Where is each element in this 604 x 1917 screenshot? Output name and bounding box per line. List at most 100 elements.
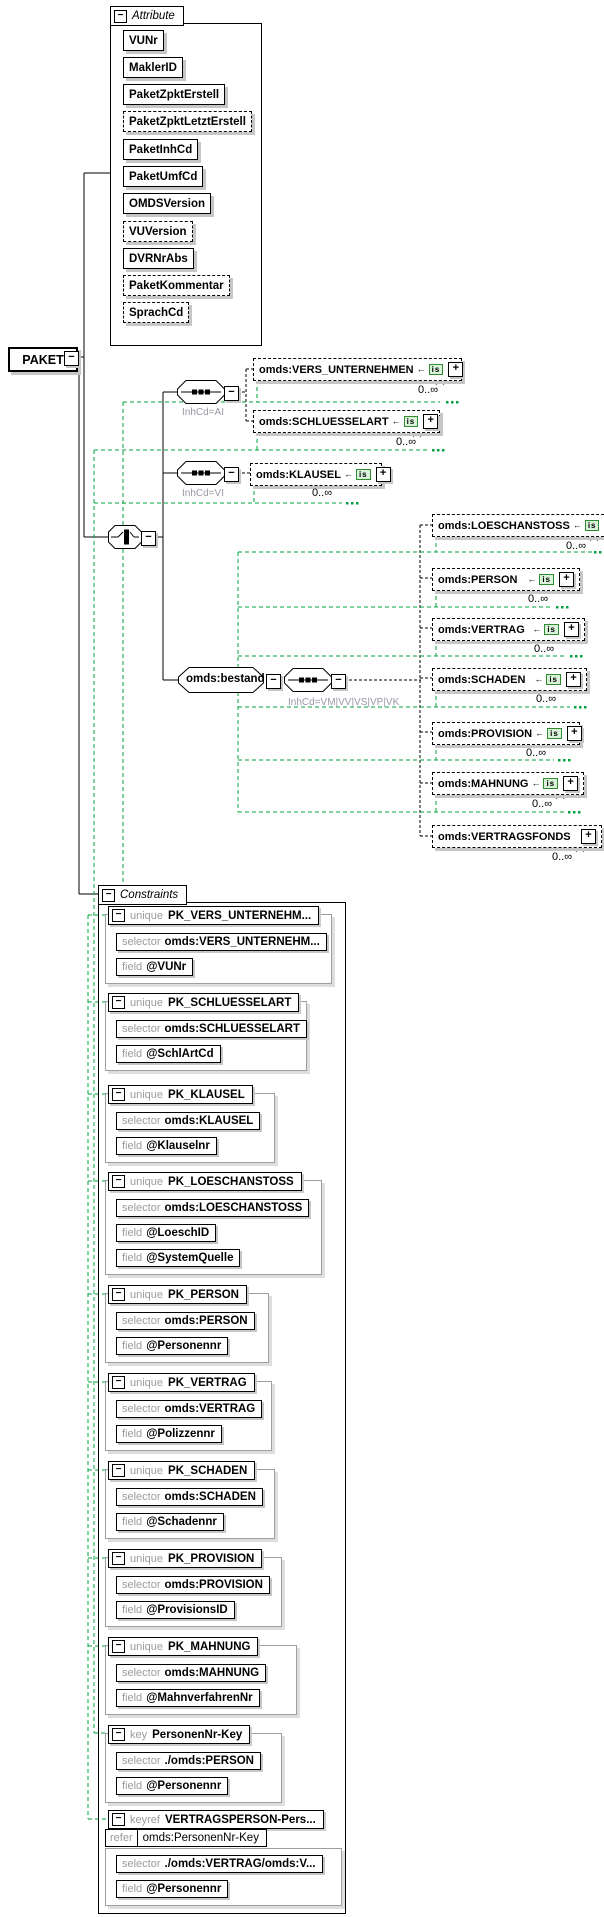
- field-row[interactable]: field@Personennr: [116, 1880, 229, 1898]
- element-omds-schluesselart[interactable]: omds:SCHLUESSELART ← is +: [253, 410, 440, 433]
- constraint-unique-pk-vertrag[interactable]: − unique PK_VERTRAG: [108, 1373, 255, 1392]
- link-arrow-icon: ←: [391, 416, 401, 426]
- constraint-key-personennr-key[interactable]: − key PersonenNr-Key: [108, 1725, 251, 1744]
- occurrence-label: 0..∞: [552, 851, 573, 863]
- expand-icon[interactable]: +: [566, 672, 581, 687]
- occurrence-label: 0..∞: [536, 693, 557, 705]
- constraint-unique-pk-schaden[interactable]: − unique PK_SCHADEN: [108, 1461, 256, 1480]
- occurrence-label: 0..∞: [566, 540, 587, 552]
- collapse-icon[interactable]: −: [266, 674, 281, 689]
- constraint-unique-pk-klausel[interactable]: − unique PK_KLAUSEL: [108, 1085, 253, 1104]
- expand-icon[interactable]: +: [448, 362, 464, 377]
- sequence-compositor-vi[interactable]: [177, 461, 225, 485]
- collapse-icon[interactable]: −: [112, 996, 125, 1009]
- collapse-icon[interactable]: −: [112, 1813, 125, 1826]
- attribute-omdsversion[interactable]: OMDSVersion: [123, 193, 212, 214]
- constraint-unique-pk-schluesselart[interactable]: − unique PK_SCHLUESSELART: [108, 993, 300, 1012]
- attribute-paketkommentar[interactable]: PaketKommentar: [123, 275, 230, 296]
- collapse-icon[interactable]: −: [224, 467, 239, 482]
- collapse-icon[interactable]: −: [112, 909, 125, 922]
- attribute-block-label: Attribute: [132, 10, 175, 22]
- element-omds-mahnung[interactable]: omds:MAHNUNG ← is +: [432, 772, 584, 795]
- selector-row[interactable]: selector./omds:VERTRAG/omds:V...: [116, 1855, 323, 1873]
- expand-icon[interactable]: +: [566, 726, 582, 741]
- element-omds-person[interactable]: omds:PERSON ← is +: [432, 568, 580, 591]
- field-row[interactable]: field@MahnverfahrenNr: [116, 1689, 260, 1707]
- attribute-paketzpkterstell[interactable]: PaketZpktErstell: [123, 84, 226, 105]
- collapse-icon[interactable]: −: [114, 9, 127, 23]
- collapse-icon[interactable]: −: [112, 1088, 125, 1101]
- field-row[interactable]: field@Schadennr: [116, 1513, 224, 1531]
- collapse-icon[interactable]: −: [331, 674, 346, 689]
- selector-row[interactable]: selector./omds:PERSON: [116, 1752, 261, 1770]
- collapse-icon[interactable]: −: [112, 1552, 125, 1565]
- constraints-block-tab[interactable]: − Constraints: [98, 885, 188, 905]
- choice-compositor[interactable]: [108, 525, 142, 549]
- occurrence-label: 0..∞: [418, 384, 439, 396]
- field-row[interactable]: field@SystemQuelle: [116, 1249, 241, 1267]
- element-omds-provision[interactable]: omds:PROVISION ← is +: [432, 722, 582, 745]
- collapse-icon[interactable]: −: [112, 1175, 125, 1188]
- collapse-icon[interactable]: −: [112, 1288, 125, 1301]
- constraint-unique-pk-loeschanstoss[interactable]: − unique PK_LOESCHANSTOSS: [108, 1172, 302, 1191]
- field-row[interactable]: field@VUNr: [116, 958, 194, 976]
- collapse-icon[interactable]: −: [112, 1376, 125, 1389]
- attribute-dvrnrabs[interactable]: DVRNrAbs: [123, 248, 194, 269]
- expand-icon[interactable]: +: [559, 572, 574, 587]
- attribute-sprachcd[interactable]: SprachCd: [123, 302, 190, 323]
- attribute-paketumfcd[interactable]: PaketUmfCd: [123, 166, 204, 187]
- expand-icon[interactable]: +: [375, 467, 391, 482]
- collapse-icon[interactable]: −: [224, 386, 239, 401]
- root-element-label: PAKET: [22, 352, 64, 367]
- expand-icon[interactable]: +: [564, 622, 579, 637]
- field-row[interactable]: field@LoeschID: [116, 1224, 217, 1242]
- field-row[interactable]: field@Personennr: [116, 1777, 229, 1795]
- collapse-icon[interactable]: −: [64, 351, 79, 366]
- constraint-unique-pk-vers-unternehmen[interactable]: − unique PK_VERS_UNTERNEHM...: [108, 906, 320, 925]
- field-row[interactable]: field@Klauselnr: [116, 1137, 217, 1155]
- element-omds-schaden[interactable]: omds:SCHADEN ← is +: [432, 668, 587, 691]
- collapse-icon[interactable]: −: [141, 531, 156, 546]
- constraint-unique-pk-mahnung[interactable]: − unique PK_MAHNUNG: [108, 1637, 259, 1656]
- occurrence-label: 0..∞: [526, 747, 547, 759]
- expand-icon[interactable]: +: [581, 829, 596, 844]
- collapse-icon[interactable]: −: [112, 1464, 125, 1477]
- attribute-maklerid[interactable]: MaklerID: [123, 57, 183, 78]
- attribute-block-tab[interactable]: − Attribute: [110, 6, 184, 26]
- collapse-icon[interactable]: −: [112, 1640, 125, 1653]
- field-row[interactable]: field@Polizzennr: [116, 1425, 222, 1443]
- field-row[interactable]: field@ProvisionsID: [116, 1601, 235, 1619]
- field-row[interactable]: field@SchlArtCd: [116, 1045, 221, 1063]
- attribute-paketinhcd[interactable]: PaketInhCd: [123, 139, 199, 160]
- attribute-vuversion[interactable]: VUVersion: [123, 221, 193, 242]
- expand-icon[interactable]: +: [563, 776, 579, 791]
- element-omds-vertragsfonds[interactable]: omds:VERTRAGSFONDS +: [432, 825, 602, 848]
- element-omds-vers-unternehmen[interactable]: omds:VERS_UNTERNEHMEN ← is +: [253, 358, 464, 381]
- attribute-vunr[interactable]: VUNr: [123, 30, 164, 51]
- collapse-icon[interactable]: −: [102, 888, 115, 902]
- field-row[interactable]: field@Personennr: [116, 1337, 229, 1355]
- constraint-keyref-vertragsperson[interactable]: − keyref VERTRAGSPERSON-Pers...: [108, 1810, 324, 1829]
- sequence-compositor-bestand[interactable]: [284, 668, 332, 692]
- collapse-icon[interactable]: −: [112, 1728, 125, 1741]
- sequence-compositor-ai[interactable]: [177, 380, 225, 404]
- refer-row[interactable]: refer omds:PersonenNr-Key: [105, 1829, 267, 1847]
- constraint-unique-pk-person[interactable]: − unique PK_PERSON: [108, 1285, 247, 1304]
- element-omds-bestand[interactable]: [178, 667, 264, 693]
- attribute-paketzpktletzterstell[interactable]: PaketZpktLetztErstell: [123, 111, 252, 132]
- constraints-block: [98, 902, 346, 1914]
- element-omds-vertrag[interactable]: omds:VERTRAG ← is +: [432, 618, 585, 641]
- element-omds-klausel[interactable]: omds:KLAUSEL ← is +: [250, 463, 391, 486]
- constraint-unique-pk-provision[interactable]: − unique PK_PROVISION: [108, 1549, 263, 1568]
- expand-icon[interactable]: +: [423, 414, 439, 429]
- element-omds-loeschanstoss[interactable]: omds:LOESCHANSTOSS ← is +: [432, 514, 604, 537]
